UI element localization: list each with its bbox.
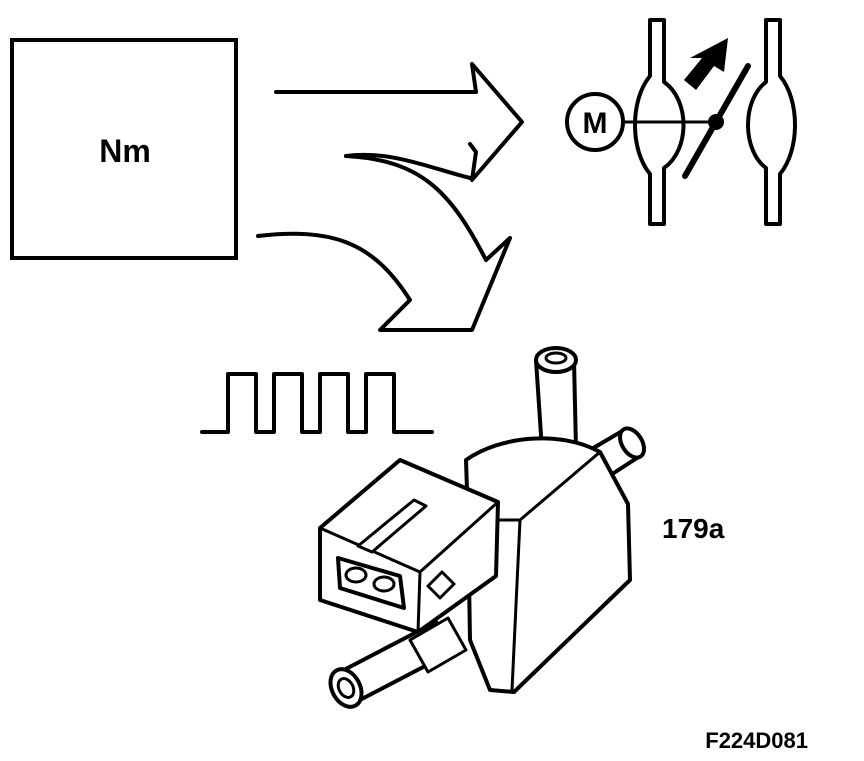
pwm-signal-waveform [200, 372, 434, 434]
valve-body [464, 436, 632, 694]
throttle-housing-right [746, 18, 797, 226]
control-unit-box [10, 38, 238, 260]
figure-reference: F224D081 [705, 728, 808, 753]
valve-mount-tab [426, 570, 456, 600]
control-unit-label: Nm [99, 133, 151, 169]
signal-arrow-throttle [274, 62, 524, 182]
rotation-direction-icon [684, 38, 728, 90]
valve-right-pipe-opening [618, 426, 646, 460]
throttle-body: M [565, 18, 797, 226]
valve-connector-latch [356, 498, 428, 554]
valve-part-number: 179a [662, 513, 725, 544]
valve-bottom-pipe-bore [336, 677, 356, 699]
valve-connector-face [318, 500, 500, 634]
signal-arrow-valve [256, 154, 512, 332]
valve-bottom-collar [408, 616, 468, 674]
solenoid-valve [318, 346, 646, 709]
motor-label: M [583, 107, 608, 140]
throttle-pivot [708, 114, 724, 130]
control-unit: Nm [10, 38, 238, 260]
valve-top-pipe-bore [544, 351, 568, 365]
valve-pin-right [372, 575, 396, 593]
valve-pin-left [344, 566, 368, 584]
